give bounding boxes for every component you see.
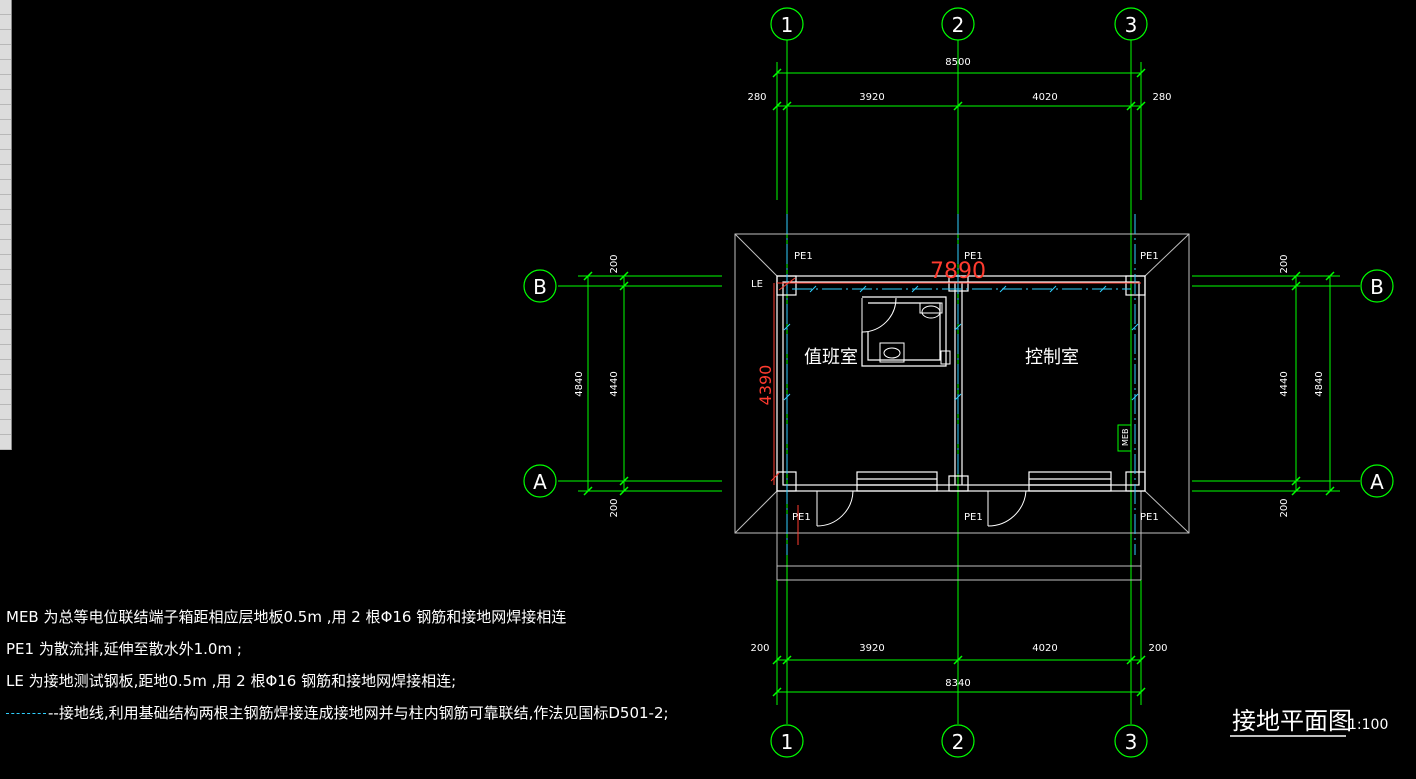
ground-legend-line [6,713,46,714]
dim-top-mid2: 4020 [1032,92,1057,103]
dim-right-top: 200 [1279,254,1290,273]
grid-axes [558,40,1360,724]
pe1-tag-top-right: PE1 [1140,251,1159,262]
roof-outline [734,233,1190,581]
room-label-control: 控制室 [1025,347,1079,368]
grid-label-top-1: 1 [781,13,794,37]
grounding-lines [786,214,1136,555]
red-dim-height: 4390 [756,365,775,406]
note-ground: --接地线,利用基础结构两根主钢筋焊接连成接地网并与柱内钢筋可靠联结,作法见国标… [48,704,669,722]
pe1-tag-bottom-left: PE1 [792,512,811,523]
dim-top-right: 280 [1152,92,1171,103]
dim-bottom-total: 8340 [945,678,970,689]
sink-icon [879,342,905,363]
grid-label-top-2: 2 [952,13,965,37]
dim-bottom-right: 200 [1148,643,1167,654]
pe1-tag-top-mid: PE1 [964,251,983,262]
walls [776,275,1146,492]
toilet-icon [919,302,943,319]
dim-left-top: 200 [609,254,620,273]
dim-left-bottom: 200 [609,498,620,517]
pe1-tag-bottom-right: PE1 [1140,512,1159,523]
grid-label-bottom-2: 2 [952,730,965,754]
dim-right-inner: 4440 [1279,371,1290,396]
grounding-ticks [783,285,1139,401]
note-pe1: PE1 为散流排,延伸至散水外1.0m ; [6,640,242,658]
note-le: LE 为接地测试钢板,距地0.5m ,用 2 根Φ16 钢筋和接地网焊接相连; [6,672,457,690]
dim-bottom-mid1: 3920 [859,643,884,654]
floor-drain-icon [940,350,951,365]
grid-label-left-a: A [533,470,547,494]
grid-label-left-b: B [533,275,547,299]
room-label-duty: 值班室 [804,347,858,368]
dim-top-left: 280 [747,92,766,103]
grid-label-right-a: A [1370,470,1384,494]
red-measurement [770,277,1141,545]
grid-bubbles [523,7,1394,758]
red-dim-width: 7890 [930,259,986,284]
drawing-scale: 1:100 [1348,717,1388,733]
dim-bottom-left: 200 [750,643,769,654]
note-ground-row: --接地线,利用基础结构两根主钢筋焊接连成接地网并与柱内钢筋可靠联结,作法见国标… [6,702,669,723]
dimension-ticks [583,68,1335,697]
dim-right-outer: 4840 [1314,371,1325,396]
dim-left-outer: 4840 [574,371,585,396]
dimension-lines [578,62,1340,705]
dim-bottom-mid2: 4020 [1032,643,1057,654]
meb-box [1117,424,1132,452]
meb-label: MEB [1121,429,1130,446]
pe1-tag-top-left: PE1 [794,251,813,262]
pe1-tag-bottom-mid: PE1 [964,512,983,523]
doors [816,297,1027,527]
grid-label-bottom-3: 3 [1125,730,1138,754]
dim-top-total: 8500 [945,57,970,68]
note-meb: MEB 为总等电位联结端子箱距相应层地板0.5m ,用 2 根Φ16 钢筋和接地… [6,608,567,626]
grid-label-top-3: 3 [1125,13,1138,37]
dim-left-inner: 4440 [609,371,620,396]
dim-top-mid1: 3920 [859,92,884,103]
grid-label-bottom-1: 1 [781,730,794,754]
le-tag: LE [751,279,763,290]
dim-right-bottom: 200 [1279,498,1290,517]
drawing-title: 接地平面图 [1232,707,1352,735]
grid-label-right-b: B [1370,275,1384,299]
sidebar-panel-stub [0,0,12,450]
